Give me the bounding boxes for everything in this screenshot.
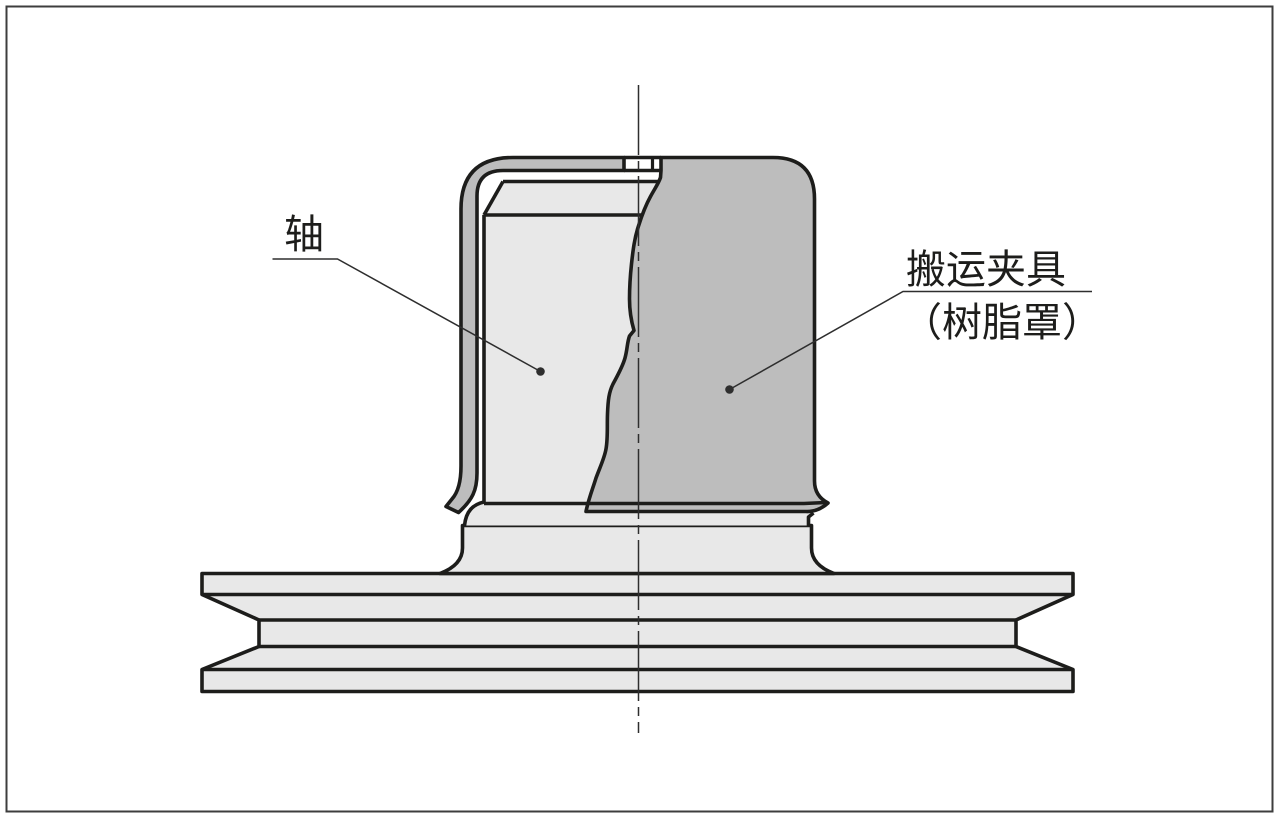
thin-line-group <box>272 85 1092 733</box>
jig-leader-dot <box>725 385 734 394</box>
pulley-base <box>200 571 1075 694</box>
shaft-leader-line <box>272 258 541 373</box>
jig-leader-line <box>729 290 1092 391</box>
boss-right-step-line <box>806 511 815 526</box>
shaft-flange <box>438 523 836 576</box>
shaft-chamfer-line <box>482 180 505 216</box>
drawing-frame-border <box>5 5 1274 813</box>
cover-skirt-edge-line <box>484 500 826 506</box>
shaft-label: 轴 <box>284 212 324 258</box>
label-group: 轴 搬运夹具 （树脂罩） <box>284 212 1102 346</box>
resin-cover-section-band <box>444 155 626 515</box>
jig-label-line2: （树脂罩） <box>902 300 1102 346</box>
outline-group <box>200 155 1075 694</box>
jig-label-line1: 搬运夹具 <box>906 247 1066 293</box>
resin-cover-body <box>584 155 830 514</box>
shaft-leader-dot <box>536 367 545 376</box>
boss-left-step-line <box>462 500 485 526</box>
